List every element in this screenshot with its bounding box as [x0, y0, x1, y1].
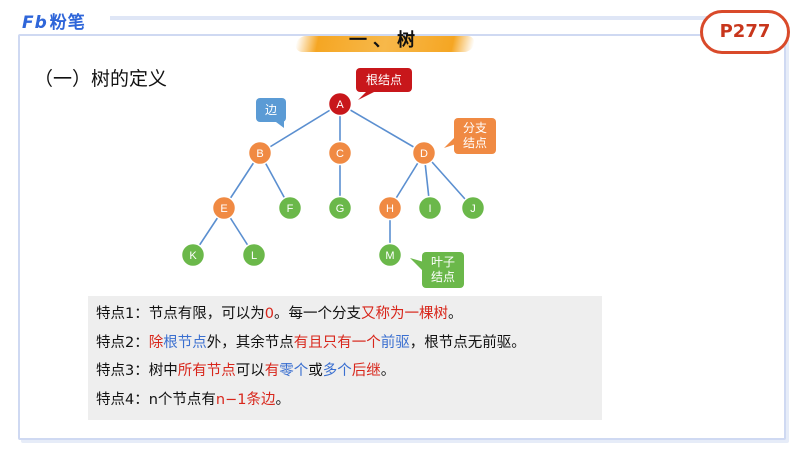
tree-edges [192, 103, 474, 256]
tree-node-E: E [211, 195, 237, 221]
tree-edge-A-B [259, 103, 341, 154]
header-rule [110, 16, 730, 20]
tree-node-circle [180, 242, 206, 268]
tree-node-circle [377, 242, 403, 268]
callout-branch-line1: 分支 [462, 121, 487, 135]
tree-node-A: A [327, 91, 353, 117]
tree-edge-A-D [339, 103, 425, 154]
callout-branch-node: 分支 结点 [454, 118, 496, 154]
tree-node-label: D [420, 148, 428, 160]
feature-segment: 或 [308, 363, 323, 379]
tree-node-I: I [417, 195, 443, 221]
tree-node-label: B [256, 148, 263, 160]
callout-root-pointer [358, 92, 374, 100]
tree-node-circle [377, 195, 403, 221]
callout-edge: 边 [256, 98, 286, 122]
tree-node-label: A [336, 99, 344, 111]
callout-leaf-node: 叶子 结点 [422, 252, 464, 288]
tree-node-H: H [377, 195, 403, 221]
feature-segment: 特点2： [96, 334, 149, 351]
callout-branch-line2: 结点 [462, 136, 487, 150]
feature-line: 特点3：树中所有节点可以有零个或多个后继。 [96, 357, 602, 386]
tree-node-label: J [470, 203, 476, 215]
feature-segment: 。 [447, 306, 463, 322]
callout-edge-pointer [276, 120, 284, 128]
tree-node-label: M [385, 250, 394, 262]
feature-segment: 有 [264, 363, 280, 379]
tree-node-circle [327, 140, 353, 166]
feature-segment: 0 [264, 306, 274, 322]
feature-segment: 后继 [351, 363, 381, 379]
feature-segment: 可以 [235, 363, 265, 379]
feature-segment: 又称为一棵树 [360, 306, 448, 322]
tree-node-label: F [287, 203, 294, 215]
tree-node-J: J [460, 195, 486, 221]
tree-node-G: G [327, 195, 353, 221]
tree-node-F: F [277, 195, 303, 221]
tree-node-K: K [180, 242, 206, 268]
callout-leaf-line1: 叶子 [430, 255, 455, 269]
tree-node-circle [411, 140, 437, 166]
tree-node-circle [277, 195, 303, 221]
tree-node-circle [211, 195, 237, 221]
tree-diagram: A B C D E F G H I J K L M [180, 91, 486, 272]
logo-mark: Fb [22, 13, 48, 33]
feature-segment: 。每一个分支 [273, 306, 361, 322]
section-heading: （一）树的定义 [34, 68, 168, 90]
tree-node-circle [460, 195, 486, 221]
feature-line: 特点2：除根节点外，其余节点有且只有一个前驱，根节点无前驱。 [96, 329, 602, 358]
tree-node-label: G [336, 203, 345, 215]
callout-leaf-pointer [410, 258, 424, 272]
tree-node-M: M [377, 242, 403, 268]
feature-segment: 特点3：树中 [96, 363, 178, 379]
feature-segment: 零个 [279, 363, 309, 379]
tree-node-L: L [241, 242, 267, 268]
callout-leaf-line2: 结点 [430, 270, 455, 284]
feature-segment: 特点4：n个节点有 [96, 391, 216, 408]
feature-segment: n−1条边 [215, 391, 276, 408]
slide-title: 一、树 [349, 30, 421, 51]
feature-segment: 除 [148, 334, 164, 351]
tree-node-label: I [428, 203, 431, 215]
callout-branch-pointer [444, 136, 456, 148]
feature-segment: 。 [380, 363, 396, 379]
tree-node-circle [417, 195, 443, 221]
tree-edge-D-J [423, 152, 474, 209]
logo-name: 粉笔 [49, 13, 86, 33]
feature-line: 特点1：节点有限，可以为0。每一个分支又称为一棵树。 [96, 300, 602, 329]
tree-node-circle [327, 195, 353, 221]
tree-node-label: L [251, 250, 257, 262]
feature-segment: 多个 [322, 363, 352, 379]
tree-node-label: C [336, 148, 344, 160]
tree-node-circle [327, 91, 353, 117]
tree-node-label: K [189, 250, 197, 262]
tree-nodes: A B C D E F G H I J K L M [180, 91, 486, 268]
feature-segment: ，根节点无前驱。 [409, 334, 526, 351]
feature-segment: 特点1：节点有限，可以为 [96, 306, 265, 322]
features-box: 特点1：节点有限，可以为0。每一个分支又称为一棵树。 特点2：除根节点外，其余节… [88, 296, 602, 420]
feature-segment: 。 [275, 391, 291, 408]
feature-segment: 外，其余节点 [206, 334, 294, 351]
feature-segment: 有且只有一个 [293, 334, 381, 351]
tree-node-circle [247, 140, 273, 166]
tree-node-D: D [411, 140, 437, 166]
tree-node-label: E [220, 203, 227, 215]
feature-segment: 前驱 [380, 334, 410, 351]
page-number-badge: P277 [700, 10, 790, 54]
feature-line: 特点4：n个节点有n−1条边。 [96, 386, 602, 415]
tree-node-label: H [386, 203, 394, 215]
callout-root-node: 根结点 [356, 68, 412, 92]
tree-node-C: C [327, 140, 353, 166]
feature-segment: 根节点 [163, 334, 207, 351]
tree-node-circle [241, 242, 267, 268]
tree-node-B: B [247, 140, 273, 166]
feature-segment: 所有节点 [177, 363, 236, 379]
